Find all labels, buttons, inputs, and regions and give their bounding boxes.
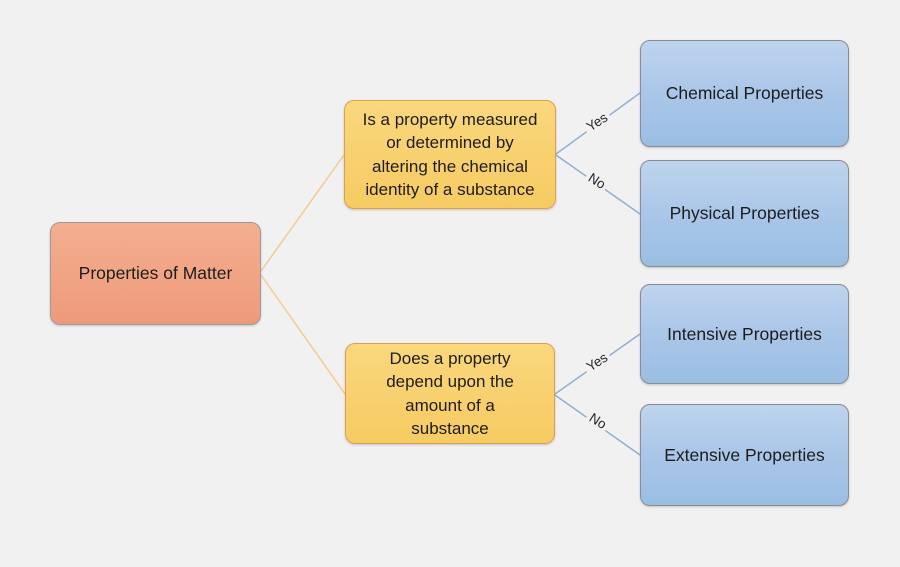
node-label: Physical Properties <box>669 203 820 223</box>
node-intensive-properties: Intensive Properties <box>640 284 849 384</box>
node-label: Properties of Matter <box>78 263 233 283</box>
node-extensive-properties: Extensive Properties <box>640 404 849 506</box>
node-chemical-properties: Chemical Properties <box>640 40 849 147</box>
node-label: Does a property depend upon the amount o… <box>386 348 514 438</box>
node-physical-properties: Physical Properties <box>640 160 849 267</box>
node-question-amount-dependence: Does a property depend upon the amount o… <box>345 343 555 444</box>
edge-root-to-question2 <box>260 274 346 395</box>
node-label: Is a property measured or determined by … <box>362 109 538 199</box>
node-label: Extensive Properties <box>664 444 825 465</box>
node-label: Chemical Properties <box>665 83 824 103</box>
node-label: Intensive Properties <box>667 323 822 344</box>
node-properties-of-matter: Properties of Matter <box>50 222 261 325</box>
node-question-chemical-identity: Is a property measured or determined by … <box>344 100 556 209</box>
edge-root-to-question1 <box>260 154 345 272</box>
